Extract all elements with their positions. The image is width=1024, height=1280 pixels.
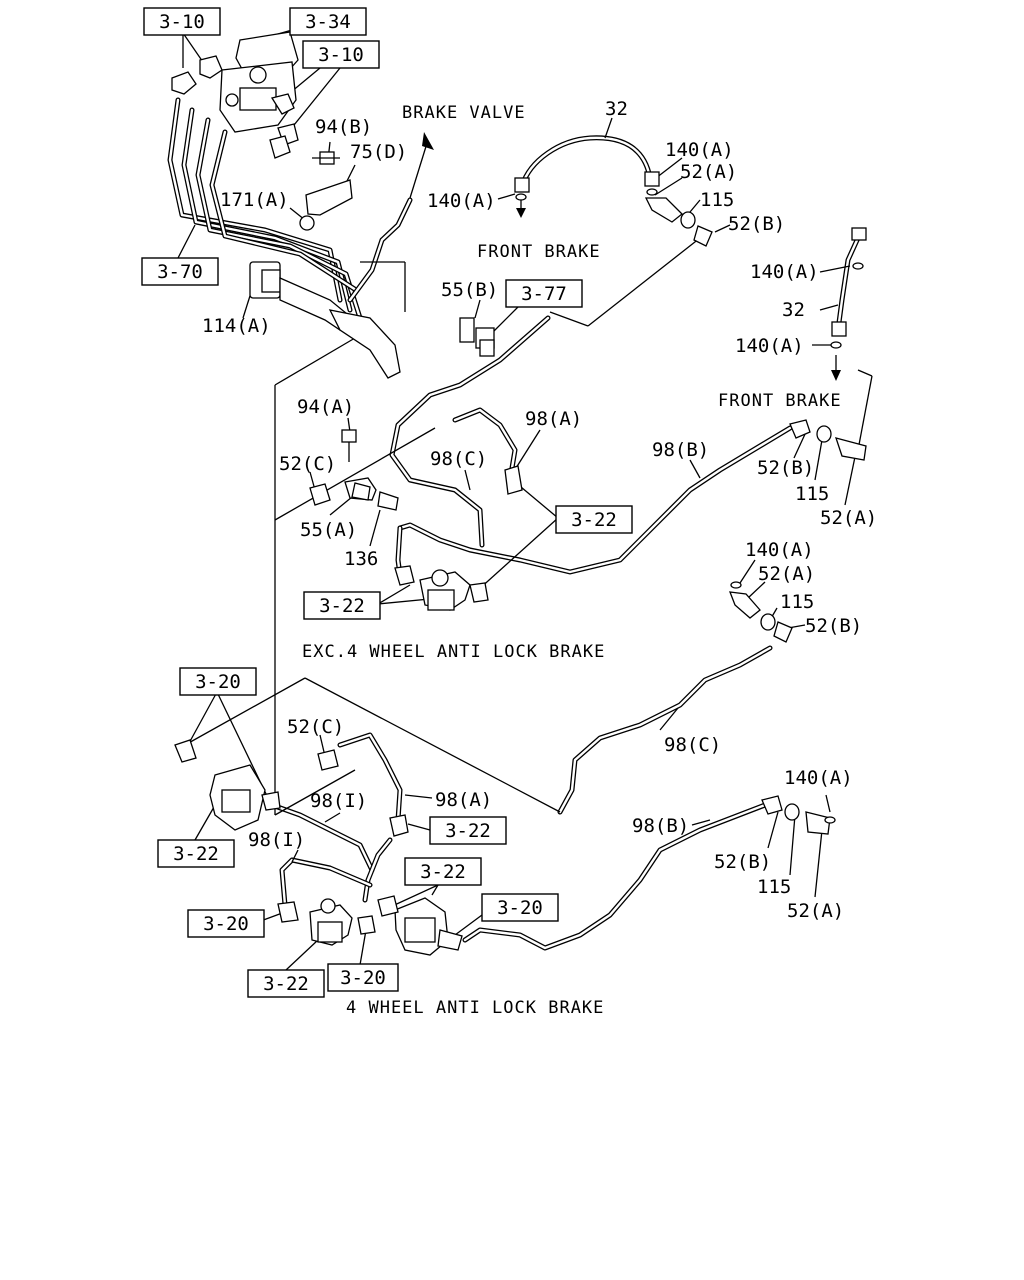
bracket-bolt-mid <box>309 429 399 511</box>
label-52b-1: 52(B) <box>728 213 785 235</box>
ref-3-20-c: 3-20 <box>203 913 249 935</box>
label-98i-1: 98(I) <box>310 790 367 812</box>
ref-3-22-f: 3-22 <box>263 973 309 995</box>
caption-brake-valve: BRAKE VALVE <box>402 103 526 123</box>
label-52c-1: 52(C) <box>279 453 336 475</box>
label-98b-1: 98(B) <box>652 439 709 461</box>
label-140a-2: 140(A) <box>427 190 496 212</box>
valve-upper-3-22 <box>394 465 523 611</box>
label-140a-6: 140(A) <box>784 767 853 789</box>
label-115-1: 115 <box>700 189 734 211</box>
ref-3-22-b: 3-22 <box>319 595 365 617</box>
fittings-right-lower <box>761 795 836 835</box>
label-98c-1: 98(C) <box>430 448 487 470</box>
label-75d: 75(D) <box>350 141 407 163</box>
label-98b-2: 98(B) <box>632 815 689 837</box>
ref-3-10-b: 3-10 <box>318 44 364 66</box>
captions: BRAKE VALVE FRONT BRAKE FRONT BRAKE EXC.… <box>302 103 842 1018</box>
label-140a-4: 140(A) <box>735 335 804 357</box>
label-136: 136 <box>344 548 378 570</box>
label-32-top: 32 <box>605 98 628 120</box>
pipe-98i-side <box>362 837 393 903</box>
bracket-bolt-upper <box>299 151 353 231</box>
clip-55b <box>459 317 495 357</box>
part-labels: 94(B) 75(D) 171(A) 114(A) 32 140(A) 52(A… <box>202 98 877 922</box>
ref-3-20-d: 3-20 <box>340 967 386 989</box>
label-140a-5: 140(A) <box>745 539 814 561</box>
master-cylinder <box>171 31 299 159</box>
proportioning-valve <box>249 261 401 379</box>
label-98a-1: 98(A) <box>525 408 582 430</box>
ref-3-20-a: 3-20 <box>195 671 241 693</box>
label-114a: 114(A) <box>202 315 271 337</box>
pipe-brake-valve <box>347 197 413 303</box>
label-52c-2: 52(C) <box>287 716 344 738</box>
ref-3-22-e: 3-22 <box>420 861 466 883</box>
pipe-98b-lower <box>462 802 768 951</box>
fittings-top-hose <box>514 171 713 247</box>
ref-3-22-a: 3-22 <box>571 509 617 531</box>
label-115-3: 115 <box>780 591 814 613</box>
ref-3-77: 3-77 <box>521 283 567 305</box>
components <box>171 31 867 956</box>
label-55b: 55(B) <box>441 279 498 301</box>
brake-pipes <box>167 97 861 951</box>
abs-modulator-left <box>174 739 409 837</box>
ref-3-70: 3-70 <box>157 261 203 283</box>
label-115-2: 115 <box>795 483 829 505</box>
label-52a-1: 52(A) <box>680 161 737 183</box>
label-52b-3: 52(B) <box>805 615 862 637</box>
ref-3-20-b: 3-20 <box>497 897 543 919</box>
label-52a-2: 52(A) <box>820 507 877 529</box>
abs-modulator-right <box>377 895 463 956</box>
label-32-right: 32 <box>782 299 805 321</box>
label-171a: 171(A) <box>220 189 289 211</box>
label-94a: 94(A) <box>297 396 354 418</box>
pipe-98c-upper <box>389 315 551 548</box>
ref-3-22-c: 3-22 <box>445 820 491 842</box>
caption-exc-abs: EXC.4 WHEEL ANTI LOCK BRAKE <box>302 642 605 662</box>
ref-3-22-d: 3-22 <box>173 843 219 865</box>
label-52a-3: 52(A) <box>758 563 815 585</box>
label-52a-4: 52(A) <box>787 900 844 922</box>
connector-52c-lower <box>317 749 339 771</box>
caption-front-brake-1: FRONT BRAKE <box>477 242 601 262</box>
ref-3-10-a: 3-10 <box>159 11 205 33</box>
label-52b-4: 52(B) <box>714 851 771 873</box>
label-52b-2: 52(B) <box>757 457 814 479</box>
label-115-4: 115 <box>757 876 791 898</box>
fittings-right-mid <box>729 581 793 643</box>
label-140a-3: 140(A) <box>750 261 819 283</box>
caption-front-brake-2: FRONT BRAKE <box>718 391 842 411</box>
label-140a-1: 140(A) <box>665 139 734 161</box>
label-98c-2: 98(C) <box>664 734 721 756</box>
label-98i-2: 98(I) <box>248 829 305 851</box>
reference-boxes: 3-10 3-34 3-10 3-70 3-77 3-22 3-22 3-20 … <box>141 7 633 998</box>
fittings-right-hose <box>789 227 867 461</box>
label-98a-2: 98(A) <box>435 789 492 811</box>
pipe-98c-lower <box>557 645 773 815</box>
ref-3-34: 3-34 <box>305 11 351 33</box>
label-94b: 94(B) <box>315 116 372 138</box>
caption-abs: 4 WHEEL ANTI LOCK BRAKE <box>346 998 604 1018</box>
label-55a: 55(A) <box>300 519 357 541</box>
valve-lower-3-22 <box>277 898 376 946</box>
